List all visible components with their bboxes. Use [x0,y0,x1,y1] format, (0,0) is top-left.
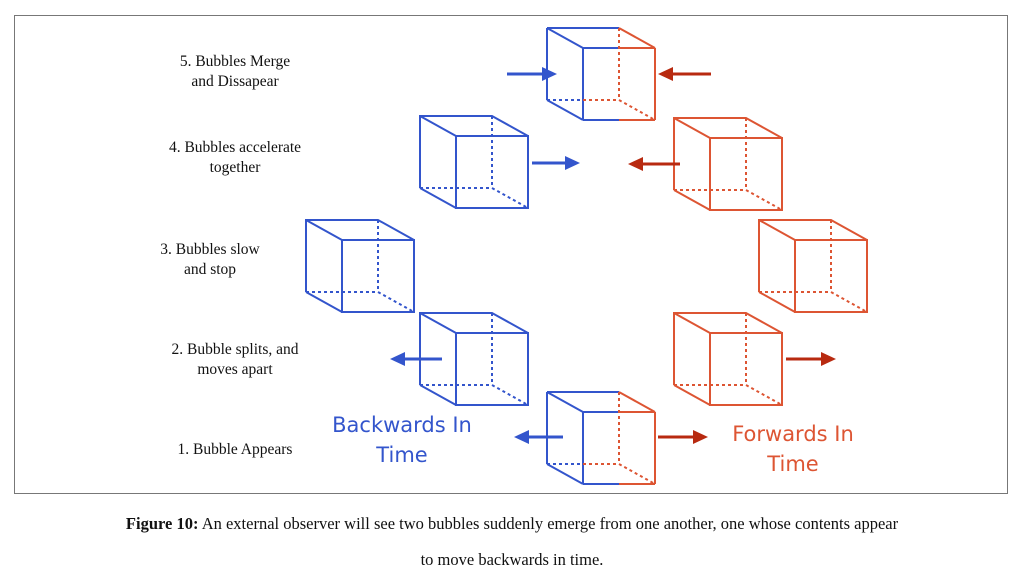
merged-cube-bottom [546,391,656,485]
red-cube-step-2 [673,312,783,406]
backwards-label-line2: Time [375,443,427,467]
forwards-label-line2: Time [766,452,818,476]
arrow-merge-left [658,67,711,81]
arrow-red-step-4 [628,157,680,171]
red-cube-step-4 [673,117,783,211]
caption-line2: to move backwards in time. [420,550,604,569]
caption-line1: An external observer will see two bubble… [201,514,899,533]
arrow-red-step-1 [658,430,708,444]
caption-label: Figure 10: [125,514,199,533]
figure-caption: Figure 10: An external observer will see… [0,506,1024,578]
forwards-label-line1: Forwards In [732,422,854,446]
blue-cube-step-2 [419,312,529,406]
blue-cube-step-4 [419,115,529,209]
bubble-diagram: Backwards In Time Forwards In Time [305,27,868,485]
arrow-merge-right [507,67,557,81]
arrow-blue-step-1 [514,430,563,444]
arrow-blue-step-4 [532,156,580,170]
arrow-red-step-2 [786,352,836,366]
backwards-label-line1: Backwards In [332,413,472,437]
arrow-blue-step-2 [390,352,442,366]
merged-cube-top [546,27,656,121]
figure-frame [14,15,1008,494]
blue-cube-step-3 [305,219,415,313]
step-1-label: 1. Bubble Appears [177,441,293,458]
red-cube-step-3 [758,219,868,313]
